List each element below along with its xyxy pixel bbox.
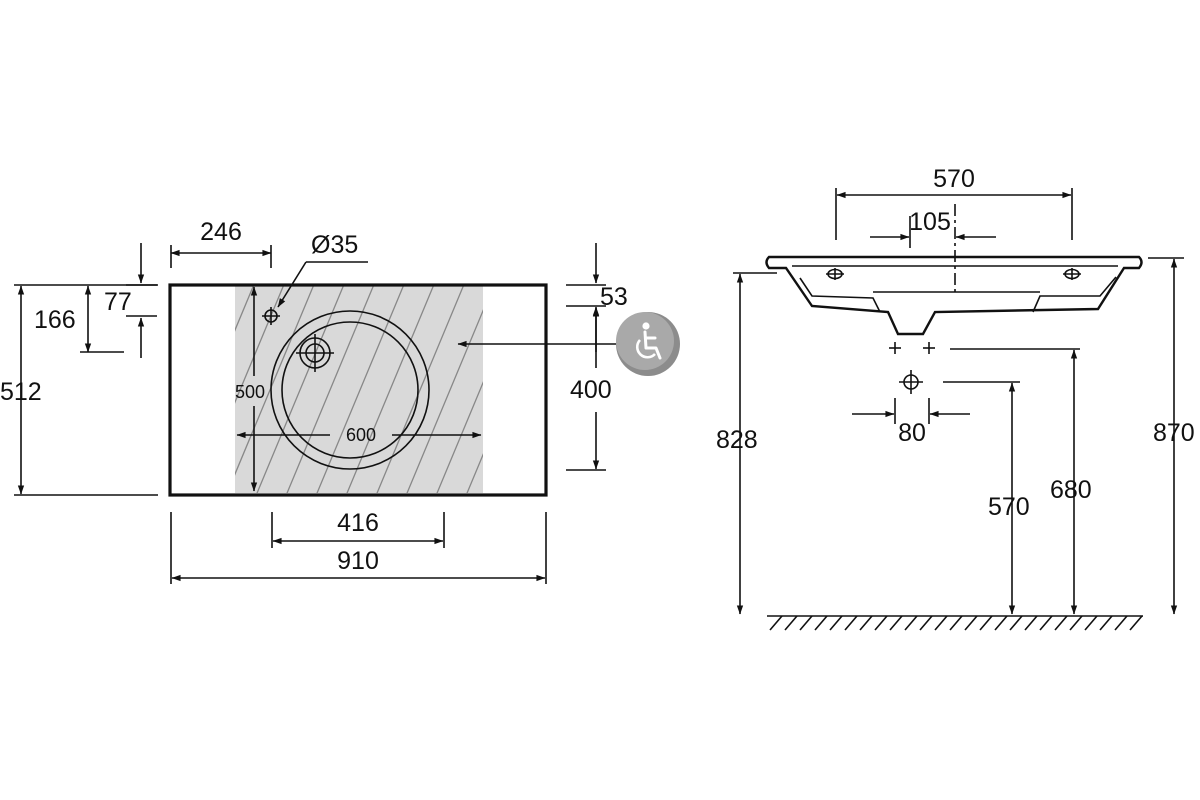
dim-828: 828	[716, 272, 777, 615]
plan-view: 246 Ø35 77 166 512	[0, 218, 680, 584]
bowl-inner	[281, 321, 419, 459]
dim-77: 77	[104, 243, 157, 358]
dim-diameter-35: Ø35	[277, 231, 368, 308]
tap-hole-icon	[1063, 268, 1081, 280]
basin-outline	[168, 283, 548, 497]
dim-600: 600	[236, 425, 482, 445]
bowl-outer	[270, 310, 430, 470]
dim-512: 512	[0, 284, 158, 496]
dim-246-label: 246	[200, 218, 242, 246]
dim-diameter-35-label: Ø35	[311, 231, 358, 259]
wheelchair-icon	[616, 312, 680, 376]
dim-400: 400	[566, 306, 612, 471]
dim-80: 80	[852, 398, 970, 447]
dim-416-label: 416	[337, 509, 379, 537]
dim-828-label: 828	[716, 426, 758, 454]
supply-points	[889, 342, 935, 354]
dim-570-width: 570	[835, 165, 1073, 240]
dim-570-height-label: 570	[988, 493, 1030, 521]
dim-105-label: 105	[909, 208, 951, 236]
dim-166-label: 166	[34, 306, 76, 334]
side-view: 570 105 80 828 570	[716, 165, 1195, 631]
dim-680-label: 680	[1050, 476, 1092, 504]
dim-512-label: 512	[0, 378, 42, 406]
dim-53-label: 53	[600, 283, 628, 311]
dim-600-label: 600	[346, 425, 376, 445]
dim-77-label: 77	[104, 288, 132, 316]
dim-570-height: 570	[943, 381, 1030, 615]
tap-hole-icon	[826, 268, 844, 280]
dim-910-label: 910	[337, 547, 379, 575]
dim-400-label: 400	[570, 376, 612, 404]
dim-500: 500	[235, 286, 265, 492]
dim-416: 416	[271, 509, 445, 548]
dim-500-label: 500	[235, 382, 265, 402]
zone-hatching	[235, 285, 483, 493]
dim-166: 166	[34, 285, 124, 353]
floor-line	[767, 615, 1143, 631]
dim-680: 680	[950, 348, 1092, 615]
drain-icon	[296, 334, 334, 372]
dim-870-label: 870	[1153, 419, 1195, 447]
dim-910: 910	[170, 512, 547, 584]
dim-870: 870	[1148, 257, 1195, 615]
dim-570-width-label: 570	[933, 165, 975, 193]
waste-outlet-icon	[899, 370, 923, 394]
dim-246: 246	[170, 218, 272, 268]
basin-profile	[765, 255, 1143, 336]
dim-105: 105	[870, 208, 996, 248]
dim-80-label: 80	[898, 419, 926, 447]
tap-hole-icon	[262, 307, 280, 325]
